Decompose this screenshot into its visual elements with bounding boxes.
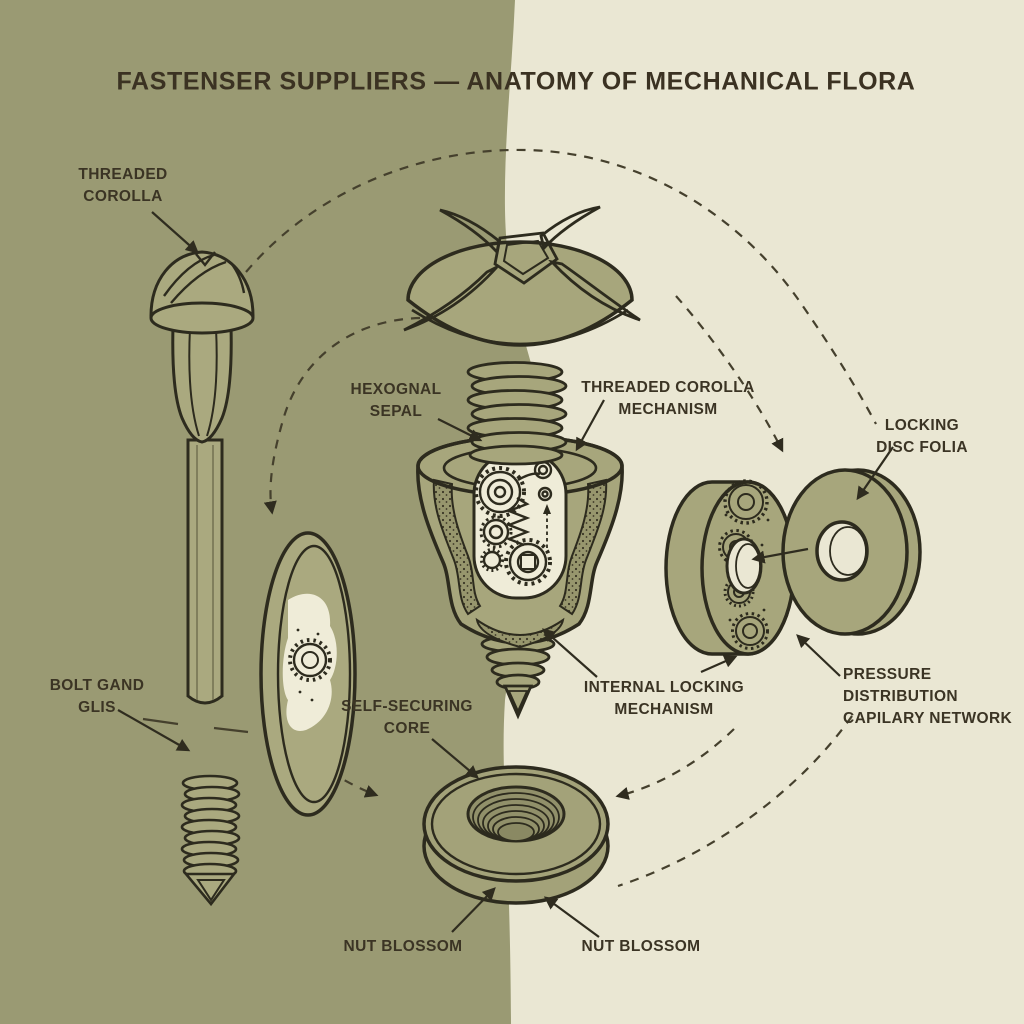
label-threaded-corolla-mechanism: THREADED COROLLA MECHANISM [581,377,754,421]
label-line: LOCKING [884,417,960,434]
label-threaded-corolla: THREADED COROLLA [78,164,167,208]
disc-folia-illustration [259,531,357,817]
threaded-stud-illustration [180,774,241,907]
label-locking-disc-folia: LOCKING DISC FOLIA [876,415,968,459]
arrow-bolt-gand-glis [117,709,191,752]
label-line: BOLT GAND [49,677,145,694]
label-line: DISC FOLIA [876,439,968,456]
label-line: NUT BLOSSOM [581,938,701,955]
label-line: COROLLA [83,188,163,205]
dashed-segments-bolt-bottom [142,717,249,734]
label-nut-blossom-right: NUT BLOSSOM [582,936,701,958]
label-pressure-distribution: PRESSURE DISTRIBUTION CAPILARY NETWORK [843,664,1012,730]
arrow-locking-disc-folia [856,446,894,501]
label-arrows [117,211,894,938]
label-line: PRESSURE [843,666,932,683]
arrow-internal-locking-right [700,655,738,674]
dashed-arc-to-nut-right [615,728,735,800]
page-title: FASTENSER SUPPLIERS — ANATOMY OF MECHANI… [116,67,916,96]
arrow-self-securing-core [431,738,480,779]
label-nut-blossom-left: NUT BLOSSOM [344,936,463,958]
label-line: THREADED COROLLA [581,379,755,396]
label-line: SELF-SECURING [341,698,473,715]
arrow-corolla-mechanism [575,399,605,452]
label-line: NUT BLOSSOM [343,938,463,955]
nut-illustration [422,765,610,905]
plain-washer-illustration [781,468,922,636]
label-line: CORE [383,720,431,737]
dashed-arc-inner-left [263,316,421,515]
label-line: GLIS [78,699,116,716]
central-screw-illustration [403,205,641,720]
arrow-internal-locking-left [542,628,598,678]
arrow-threaded-corolla [151,211,199,254]
arrow-hexognal-sepal [437,418,483,442]
dashed-arc-bottom-right [617,715,853,888]
label-bolt-gand-glis: BOLT GAND GLIS [50,675,145,719]
geared-washer-illustration [664,479,796,656]
dashed-arc-inner-right [675,295,784,453]
label-line: MECHANISM [618,401,718,418]
label-hexognal-sepal: HEXOGNAL SEPAL [350,379,441,423]
arrow-washer-connector [751,547,809,564]
arrow-nut-blossom-left [451,887,496,933]
label-line: THREADED [78,166,168,183]
arrow-pressure-distribution [796,634,841,677]
arrow-nut-blossom-right [543,896,600,938]
label-line: MECHANISM [614,701,714,718]
dashed-arcs [142,148,877,888]
label-internal-locking-mechanism: INTERNAL LOCKING MECHANISM [584,677,744,721]
label-self-securing-core: SELF-SECURING CORE [341,696,473,740]
dashed-arc-top [245,148,877,425]
label-line: DISTRIBUTION [843,688,959,705]
label-line: SEPAL [369,403,423,420]
label-line: CAPILARY NETWORK [843,710,1013,727]
bolt-illustration [149,250,255,705]
label-line: INTERNAL LOCKING [583,679,745,696]
label-line: HEXOGNAL [350,381,442,398]
